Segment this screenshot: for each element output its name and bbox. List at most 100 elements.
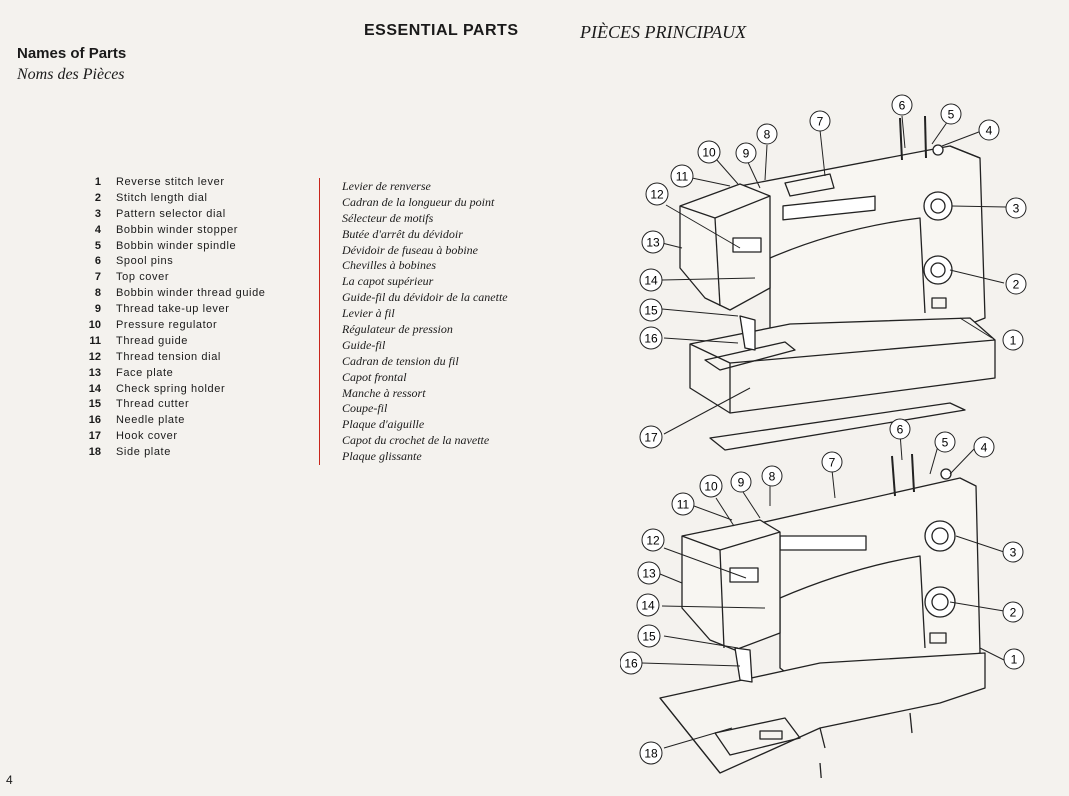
part-number: 15 [88, 398, 101, 411]
parts-list-french: Levier de renverse Cadran de la longueur… [342, 179, 592, 465]
part-number: 16 [88, 414, 101, 427]
part-number: 13 [88, 366, 101, 379]
callout-number: 6 [897, 423, 904, 437]
part-name: Thread guide [116, 334, 189, 347]
bottom-callouts: 1 2 3 4 5 6 7 8 9 10 11 12 13 14 15 16 1… [620, 418, 1025, 765]
callout-4: 4 [978, 119, 1000, 141]
bottom-machine-drawing [659, 453, 986, 778]
list-item: Plaque glissante [342, 449, 422, 464]
callout-2: 2 [1005, 273, 1027, 295]
callout-8: 8 [756, 123, 778, 145]
page-title-english: ESSENTIAL PARTS [364, 22, 519, 39]
part-number: 6 [94, 255, 101, 268]
callout-number: 9 [743, 147, 750, 161]
callout-5: 5 [940, 103, 962, 125]
callout-number: 7 [817, 115, 824, 129]
callout-9: 9 [735, 142, 757, 164]
callout-number: 12 [650, 188, 664, 202]
part-name: Reverse stitch lever [116, 176, 225, 188]
list-item: Coupe-fil [342, 401, 388, 416]
callout-number: 17 [644, 431, 658, 445]
callout-number: 1 [1011, 653, 1018, 667]
callout-number: 14 [641, 599, 655, 613]
callout-number: 2 [1010, 606, 1017, 620]
callout-15: 15 [637, 624, 661, 648]
part-name: Face plate [116, 366, 174, 379]
list-item: Cadran de tension du fil [342, 353, 459, 368]
list-item: 12 Thread tension dial [80, 351, 280, 367]
callout-number: 13 [646, 236, 660, 250]
callout-number: 14 [644, 274, 658, 288]
callout-number: 15 [644, 304, 658, 318]
callout-18: 18 [639, 741, 663, 765]
part-number: 14 [88, 382, 101, 395]
callout-number: 8 [769, 470, 776, 484]
list-item: Levier à fil [342, 306, 395, 321]
callout-number: 3 [1013, 202, 1020, 216]
list-item: 7 Top cover [80, 271, 280, 287]
callout-number: 16 [644, 332, 658, 346]
part-name: Top cover [116, 271, 170, 284]
part-name: Spool pins [116, 255, 174, 268]
top-callouts: 1 2 3 4 5 6 7 8 9 10 11 12 13 14 15 16 1… [639, 94, 1027, 449]
callout-number: 10 [704, 480, 718, 494]
callout-number: 5 [942, 436, 949, 450]
callout-number: 10 [702, 146, 716, 160]
top-callout-lines [661, 115, 1007, 435]
part-name: Bobbin winder spindle [116, 239, 237, 252]
list-item: Plaque d'aiguille [342, 417, 425, 432]
callout-13: 13 [641, 230, 665, 254]
callout-4: 4 [973, 436, 995, 458]
list-item: Manche à ressort [342, 385, 426, 400]
part-number: 7 [94, 271, 101, 284]
part-name: Thread tension dial [116, 350, 221, 363]
part-number: 12 [88, 350, 101, 363]
callout-2: 2 [1002, 601, 1024, 623]
part-name: Thread take-up lever [116, 303, 230, 316]
callout-number: 8 [764, 128, 771, 142]
callout-number: 4 [986, 124, 993, 138]
bottom-callout-lines [641, 432, 1005, 749]
callout-7: 7 [809, 110, 831, 132]
callout-6: 6 [889, 418, 911, 440]
callout-number: 11 [676, 170, 689, 184]
callout-10: 10 [697, 140, 721, 164]
callout-11: 11 [670, 164, 694, 188]
callout-8: 8 [761, 465, 783, 487]
list-item: Capot du crochet de la navette [342, 433, 490, 448]
callout-6: 6 [891, 94, 913, 116]
part-name: Check spring holder [116, 382, 226, 395]
callout-13: 13 [637, 561, 661, 585]
list-item: Sélecteur de motifs [342, 210, 434, 225]
callout-5: 5 [934, 431, 956, 453]
part-name: Pattern selector dial [116, 207, 226, 220]
list-item: Guide-fil [342, 337, 386, 352]
part-name: Thread cutter [116, 398, 190, 411]
callout-number: 15 [642, 630, 656, 644]
callout-15: 15 [639, 298, 663, 322]
page-number: 4 [6, 773, 13, 787]
callout-14: 14 [639, 268, 663, 292]
part-name: Bobbin winder thread guide [116, 287, 266, 300]
list-item: 15 Thread cutter [80, 398, 280, 414]
callout-17: 17 [639, 425, 663, 449]
callout-number: 11 [677, 498, 690, 512]
part-name: Side plate [116, 446, 171, 459]
callout-number: 16 [624, 657, 638, 671]
part-name: Pressure regulator [116, 319, 218, 332]
part-name: Needle plate [116, 414, 185, 427]
callout-number: 7 [829, 456, 836, 470]
part-number: 9 [94, 303, 101, 316]
list-item: Dévidoir de fuseau à bobine [342, 242, 478, 257]
list-item: 9 Thread take-up lever [80, 303, 280, 319]
part-name: Hook cover [116, 430, 178, 443]
callout-3: 3 [1005, 197, 1027, 219]
